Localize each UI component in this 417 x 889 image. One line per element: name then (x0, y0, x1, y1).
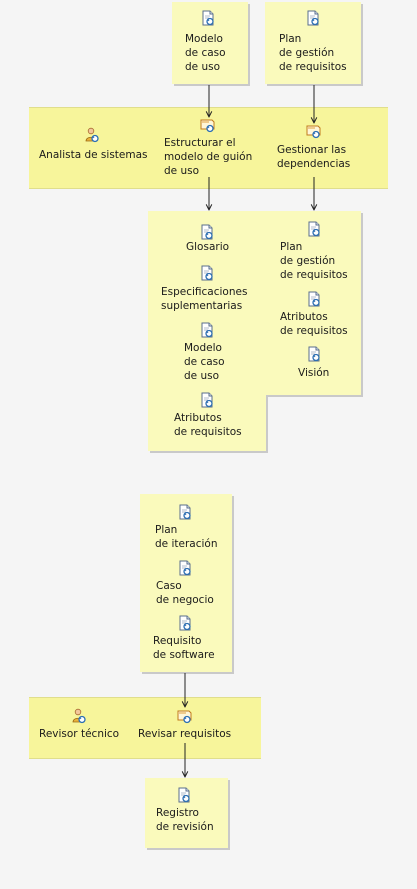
artifact-label[interactable]: Atributos de requisitos (174, 412, 242, 438)
artifact-label[interactable]: Visión (298, 367, 330, 379)
artifact-label[interactable]: Requisito de software (153, 635, 215, 661)
artifact-label[interactable]: Plan de gestión de requisitos (280, 241, 348, 281)
artifact-label[interactable]: Modelo de caso de uso (184, 342, 225, 382)
output-group-left: Glosario Especificaciones suplementarias… (148, 211, 266, 451)
activity-band-analisis: Analista de sistemas Estructurar el mode… (29, 107, 388, 189)
role-label[interactable]: Analista de sistemas (39, 149, 148, 161)
artifact-label: Plan de gestión de requisitos (279, 33, 347, 73)
task-label-estructurar[interactable]: Estructurar el modelo de guión de uso (164, 137, 253, 177)
role-label[interactable]: Revisor técnico (39, 728, 120, 740)
task-label-gestionar[interactable]: Gestionar las dependencias (277, 144, 351, 170)
activity-band-revision: Revisor técnico Revisar requisitos (29, 697, 261, 759)
artifact-label[interactable]: Plan de iteración (155, 524, 218, 550)
output-group-right: Plan de gestión de requisitos Atributos … (266, 211, 361, 395)
artifact-label[interactable]: Atributos de requisitos (280, 311, 348, 337)
input-group-revision: Plan de iteración Caso de negocio Requis… (140, 494, 232, 672)
artifact-label[interactable]: Especificaciones suplementarias (161, 286, 248, 312)
output-registro-box[interactable]: Registro de revisión (145, 778, 228, 848)
artifact-label: Modelo de caso de uso (185, 33, 226, 73)
input-modelo-caso-uso-box[interactable]: Modelo de caso de uso (172, 2, 248, 84)
artifact-label[interactable]: Glosario (186, 241, 230, 253)
artifact-label[interactable]: Caso de negocio (156, 580, 214, 606)
artifact-label: Registro de revisión (156, 807, 214, 833)
input-plan-gestion-box[interactable]: Plan de gestión de requisitos (265, 2, 361, 84)
task-label-revisar[interactable]: Revisar requisitos (138, 728, 232, 740)
